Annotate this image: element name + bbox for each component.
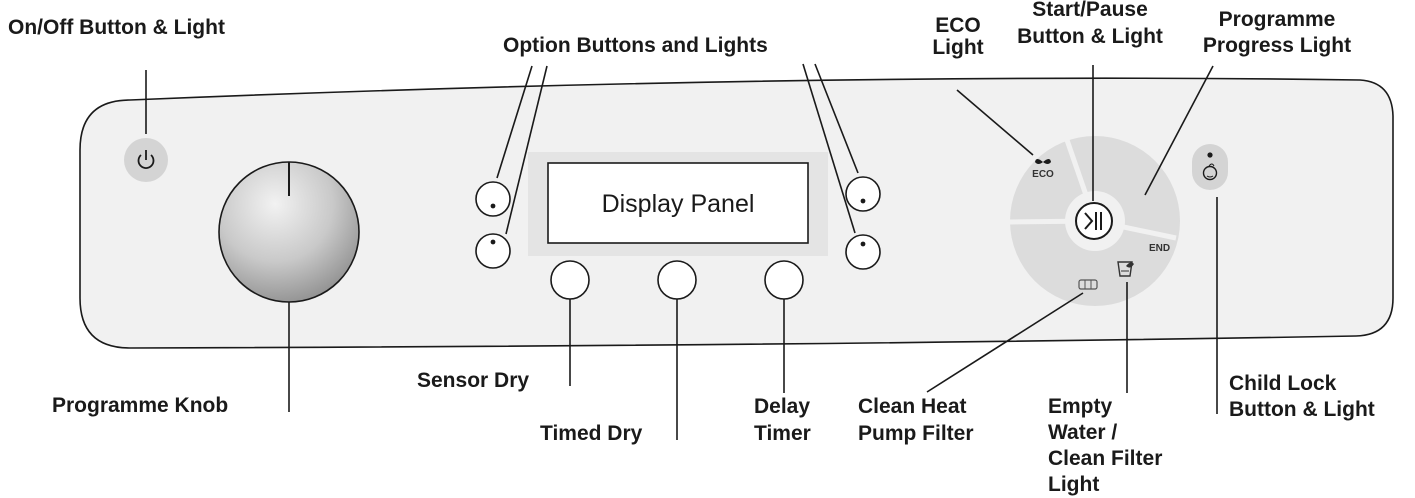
- programme-knob[interactable]: [218, 161, 360, 303]
- end-label: END: [1149, 243, 1170, 254]
- option-button-left-bottom[interactable]: [475, 233, 511, 269]
- label-start-line-1: Start/Pause: [1032, 0, 1148, 21]
- label-start-line-2: Button & Light: [1017, 25, 1163, 48]
- delay-timer-button[interactable]: [764, 260, 804, 300]
- power-icon: [137, 150, 155, 169]
- display-panel-label: Display Panel: [602, 190, 755, 218]
- label-child-line-1: Child Lock: [1229, 372, 1337, 395]
- label-child-line-2: Button & Light: [1229, 398, 1375, 421]
- play-pause-icon: [1084, 212, 1102, 230]
- sensor-dry-button[interactable]: [550, 260, 590, 300]
- power-button[interactable]: [124, 138, 168, 182]
- label-water-line-2: Water /: [1048, 421, 1117, 444]
- label-sensor-dry: Sensor Dry: [417, 369, 529, 392]
- label-option-buttons: Option Buttons and Lights: [503, 34, 768, 57]
- eco-light: ECO: [1032, 159, 1054, 180]
- label-eco-line-2: Light: [932, 36, 983, 59]
- svg-text:ECO: ECO: [1032, 169, 1054, 180]
- label-timed-dry: Timed Dry: [540, 422, 643, 445]
- timed-dry-button[interactable]: [657, 260, 697, 300]
- label-on-off: On/Off Button & Light: [8, 16, 225, 39]
- label-progress-line-1: Programme: [1219, 8, 1336, 31]
- option-button-right-top[interactable]: [845, 176, 881, 212]
- label-water-line-4: Light: [1048, 473, 1099, 496]
- child-face-icon: [1202, 163, 1218, 181]
- option-button-right-bottom[interactable]: [845, 234, 881, 270]
- label-heat-line-2: Pump Filter: [858, 422, 974, 445]
- child-lock-button[interactable]: [1192, 144, 1228, 190]
- label-heat-line-1: Clean Heat: [858, 395, 967, 418]
- label-water-line-1: Empty: [1048, 395, 1113, 418]
- leaf-icon: [1035, 159, 1051, 164]
- display-panel: [547, 162, 809, 244]
- label-water-line-3: Clean Filter: [1048, 447, 1162, 470]
- callout-labels: On/Off Button & Light Option Buttons and…: [8, 0, 1375, 496]
- label-progress-line-2: Progress Light: [1203, 34, 1351, 57]
- water-tank-icon: [1117, 261, 1134, 277]
- label-programme-knob: Programme Knob: [52, 394, 228, 417]
- label-delay-line-1: Delay: [754, 395, 810, 418]
- label-delay-line-2: Timer: [754, 422, 811, 445]
- filter-icon: [1078, 279, 1098, 290]
- start-pause-button[interactable]: [1075, 202, 1113, 240]
- option-button-left-top[interactable]: [475, 181, 511, 217]
- leader-lines: [145, 63, 1218, 440]
- label-eco-line-1: ECO: [935, 14, 981, 37]
